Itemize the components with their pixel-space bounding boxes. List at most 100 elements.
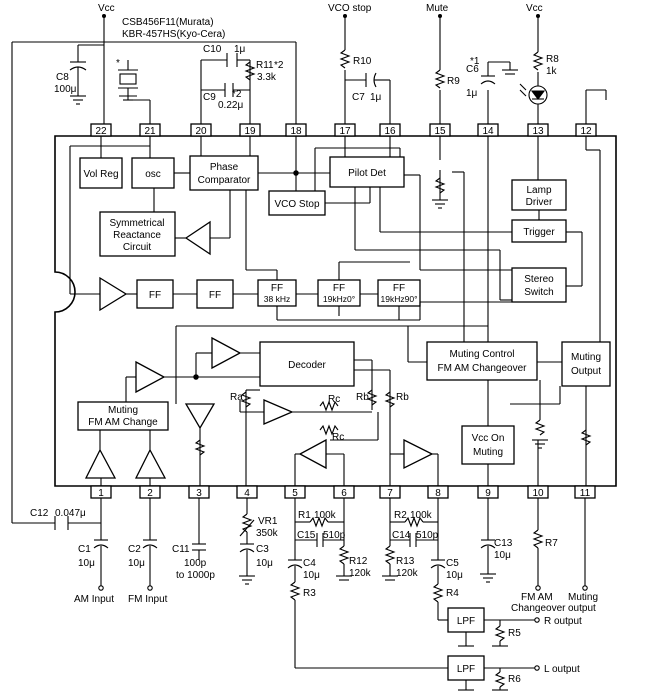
c9-capacitor-icon: [224, 83, 234, 97]
pin-19: 19: [244, 126, 256, 137]
svg-text:Vcc On: Vcc On: [472, 433, 505, 444]
muting-output-label-2: output: [568, 603, 596, 614]
r6-label: R6: [508, 674, 521, 685]
ff-38khz-block: FF 38 kHz: [257, 279, 297, 307]
pin-12: 12: [580, 126, 592, 137]
svg-text:Phase: Phase: [210, 162, 239, 173]
top-wiring: [11, 16, 607, 540]
pin-17: 17: [339, 126, 351, 137]
svg-text:38 kHz: 38 kHz: [264, 294, 290, 304]
r8-resistor-icon: [532, 51, 544, 71]
rc-1-label: Rc: [328, 394, 340, 405]
c3-value: 10μ: [256, 558, 273, 569]
c2-label: C2: [128, 544, 141, 555]
c5-value: 10μ: [446, 570, 463, 581]
pin-16: 16: [384, 126, 396, 137]
ff1-block: FF: [136, 279, 174, 309]
pin-6: 6: [341, 488, 347, 499]
pin-2: 2: [147, 488, 153, 499]
ic-outline: [54, 135, 617, 487]
c10-capacitor-icon: [226, 53, 238, 67]
svg-text:FM AM Changeover: FM AM Changeover: [438, 363, 528, 374]
r8-value: 1k: [546, 66, 558, 77]
svg-text:FF: FF: [333, 283, 345, 294]
svg-text:FF: FF: [393, 283, 405, 294]
pin-3: 3: [196, 488, 202, 499]
resonator-star: *: [116, 58, 120, 69]
vco-stop-block: VCO Stop: [268, 190, 326, 216]
r4-label: R4: [446, 588, 459, 599]
c7-capacitor-icon: [365, 72, 377, 88]
pilot-det-block: Pilot Det: [329, 156, 405, 188]
pin-11: 11: [580, 488, 591, 499]
trigger-block: Trigger: [511, 219, 567, 243]
pin-18: 18: [290, 126, 302, 137]
c12-value: 0.047μ: [55, 508, 86, 519]
symmetrical-reactance-block: Symmetrical Reactance Circuit: [99, 211, 176, 257]
r12-label: R12: [349, 556, 368, 567]
svg-text:FF: FF: [271, 283, 283, 294]
r10-resistor-icon: [339, 49, 351, 69]
muting-output-block: Muting Output: [561, 341, 611, 387]
c9-label: C9: [203, 92, 216, 103]
c6-capacitor-icon: [480, 69, 518, 85]
svg-text:Muting Control: Muting Control: [449, 349, 514, 360]
svg-text:Muting: Muting: [571, 352, 601, 363]
pin-9: 9: [485, 488, 491, 499]
r9-label: R9: [447, 76, 460, 87]
svg-text:osc: osc: [145, 169, 161, 180]
r11-value: 3.3k: [257, 72, 277, 83]
muting-control-block: Muting Control FM AM Changeover: [426, 341, 538, 381]
r2-value: 100k: [410, 510, 433, 521]
c14-value: 510p: [416, 530, 439, 541]
am-input-label: AM Input: [74, 594, 114, 605]
muting-output-label-1: Muting: [568, 592, 598, 603]
pin-1: 1: [98, 488, 104, 499]
c7-label: C7: [352, 92, 365, 103]
pin-15: 15: [434, 126, 446, 137]
bottom-wiring: [54, 498, 588, 691]
svg-text:Vol Reg: Vol Reg: [83, 169, 118, 180]
c6-label: C6: [466, 64, 479, 75]
decoder-block: Decoder: [259, 341, 355, 387]
c7-value: 1μ: [370, 92, 382, 103]
svg-text:Driver: Driver: [526, 197, 553, 208]
pin-7: 7: [387, 488, 393, 499]
svg-text:Muting: Muting: [473, 447, 503, 458]
resonator-label-2: KBR-457HS(Kyo-Cera): [122, 29, 225, 40]
vol-reg-block: Vol Reg: [79, 157, 123, 189]
svg-text:Lamp: Lamp: [526, 185, 551, 196]
c8-label: C8: [56, 72, 69, 83]
amplifiers: [84, 220, 434, 479]
r1-label: R1: [298, 510, 311, 521]
lpf-right-label: LPF: [457, 616, 475, 627]
svg-text:Switch: Switch: [524, 287, 553, 298]
svg-text:FM AM Change: FM AM Change: [88, 417, 158, 428]
ff2-block: FF: [196, 279, 234, 309]
r9-resistor-icon: [434, 69, 446, 89]
lpf-left-box: [447, 655, 485, 681]
led-icon: [519, 83, 548, 105]
pin-13: 13: [532, 126, 544, 137]
l-output-label: L output: [544, 664, 580, 675]
svg-text:Trigger: Trigger: [523, 227, 555, 238]
svg-text:Output: Output: [571, 366, 601, 377]
lamp-driver-block: Lamp Driver: [511, 179, 567, 211]
muting-fm-am-change-block: Muting FM AM Change: [77, 401, 169, 431]
c11-range: to 1000p: [176, 570, 215, 581]
mute-label: Mute: [426, 3, 449, 14]
svg-text:19kHz90°: 19kHz90°: [381, 294, 418, 304]
pin-5: 5: [292, 488, 298, 499]
rc-2-label: Rc: [332, 432, 344, 443]
svg-text:VCO Stop: VCO Stop: [274, 199, 319, 210]
c10-value: 1μ: [234, 44, 246, 55]
top-pins: 22 21 20 19 18 17 16 15 14 13 12: [90, 123, 597, 137]
svg-text:Symmetrical: Symmetrical: [109, 218, 164, 229]
vr1-label: VR1: [258, 516, 278, 527]
c14-label: C14: [392, 530, 411, 541]
r-output-label: R output: [544, 616, 582, 627]
lpf-left-label: LPF: [457, 664, 475, 675]
r13-value: 120k: [396, 568, 419, 579]
c9-note: *2: [232, 89, 242, 100]
c8-capacitor-icon: [69, 61, 87, 105]
